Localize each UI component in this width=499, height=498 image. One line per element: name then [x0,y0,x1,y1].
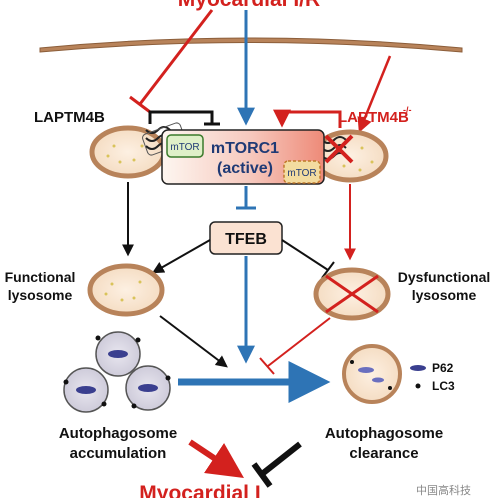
mtor-tag-right-label: mTOR [287,168,316,179]
arrow-ir-right-lysosome [357,55,392,133]
arrow-functional-clearance [159,315,228,368]
functional-label-2: lysosome [8,287,73,303]
inhibit-line-clearance-injury [260,441,302,477]
clearance-label-2: clearance [349,445,418,462]
inhibit-bar-tfeb-dysfunctional [321,261,335,279]
autophagosome-cluster [63,331,171,413]
tfeb-box [209,221,283,255]
left-lysosome-top [89,125,167,179]
title: Myocardial I/R [178,0,320,11]
arrow-knockout-mtorc1 [273,109,342,128]
autolysosome [342,344,402,404]
mtor-tag-left [166,134,204,158]
inhibit-line-dysfunctional [267,317,331,367]
functional-label-1: Functional [5,269,76,285]
inhibit-bar-clearance-injury [251,462,273,488]
bottom-title: Myocardial I [139,482,260,498]
inhibit-line-ir-laptm4b [138,9,214,105]
clearance-label-1: Autophagosome [325,425,443,442]
mtor-tag-left-label: mTOR [170,142,199,153]
inhibit-bar-ir-laptm4b [129,95,151,114]
watermark: 中国高科技 [416,483,471,497]
mtorc1-label: mTORC1 [211,140,279,157]
legend-lc3-swatch [415,383,421,389]
dysfunctional-label-1: Dysfunctional [398,269,491,285]
legend-p62-label: P62 [432,361,454,375]
mtor-tag-right [283,160,321,184]
inhibit-line-tfeb-dysfunctional [281,239,329,271]
laptm4b-knockout-icon [321,134,354,164]
arrow-tfeb-functional [151,239,211,274]
right-laptm4b-label: LAPTM4B [338,109,409,126]
legend-lc3-label: LC3 [432,379,455,393]
mtorc1-state-label: (active) [217,160,273,177]
left-laptm4b-label: LAPTM4B [34,109,105,126]
dysfunctional-lysosome [313,267,391,321]
arrow-accumulation-injury [188,439,244,478]
functional-lysosome [87,263,165,317]
tfeb-label: TFEB [225,231,267,248]
accumulation-label-2: accumulation [70,445,167,462]
inhibit-bar-dysfunctional [259,357,275,375]
bracket-laptm4b-mtorc1 [148,110,214,124]
cell-membrane [39,37,463,53]
right-laptm4b-sup: -/- [403,105,412,115]
accumulation-label-1: Autophagosome [59,425,177,442]
dysfunctional-label-2: lysosome [412,287,477,303]
legend-p62-swatch [410,365,426,371]
